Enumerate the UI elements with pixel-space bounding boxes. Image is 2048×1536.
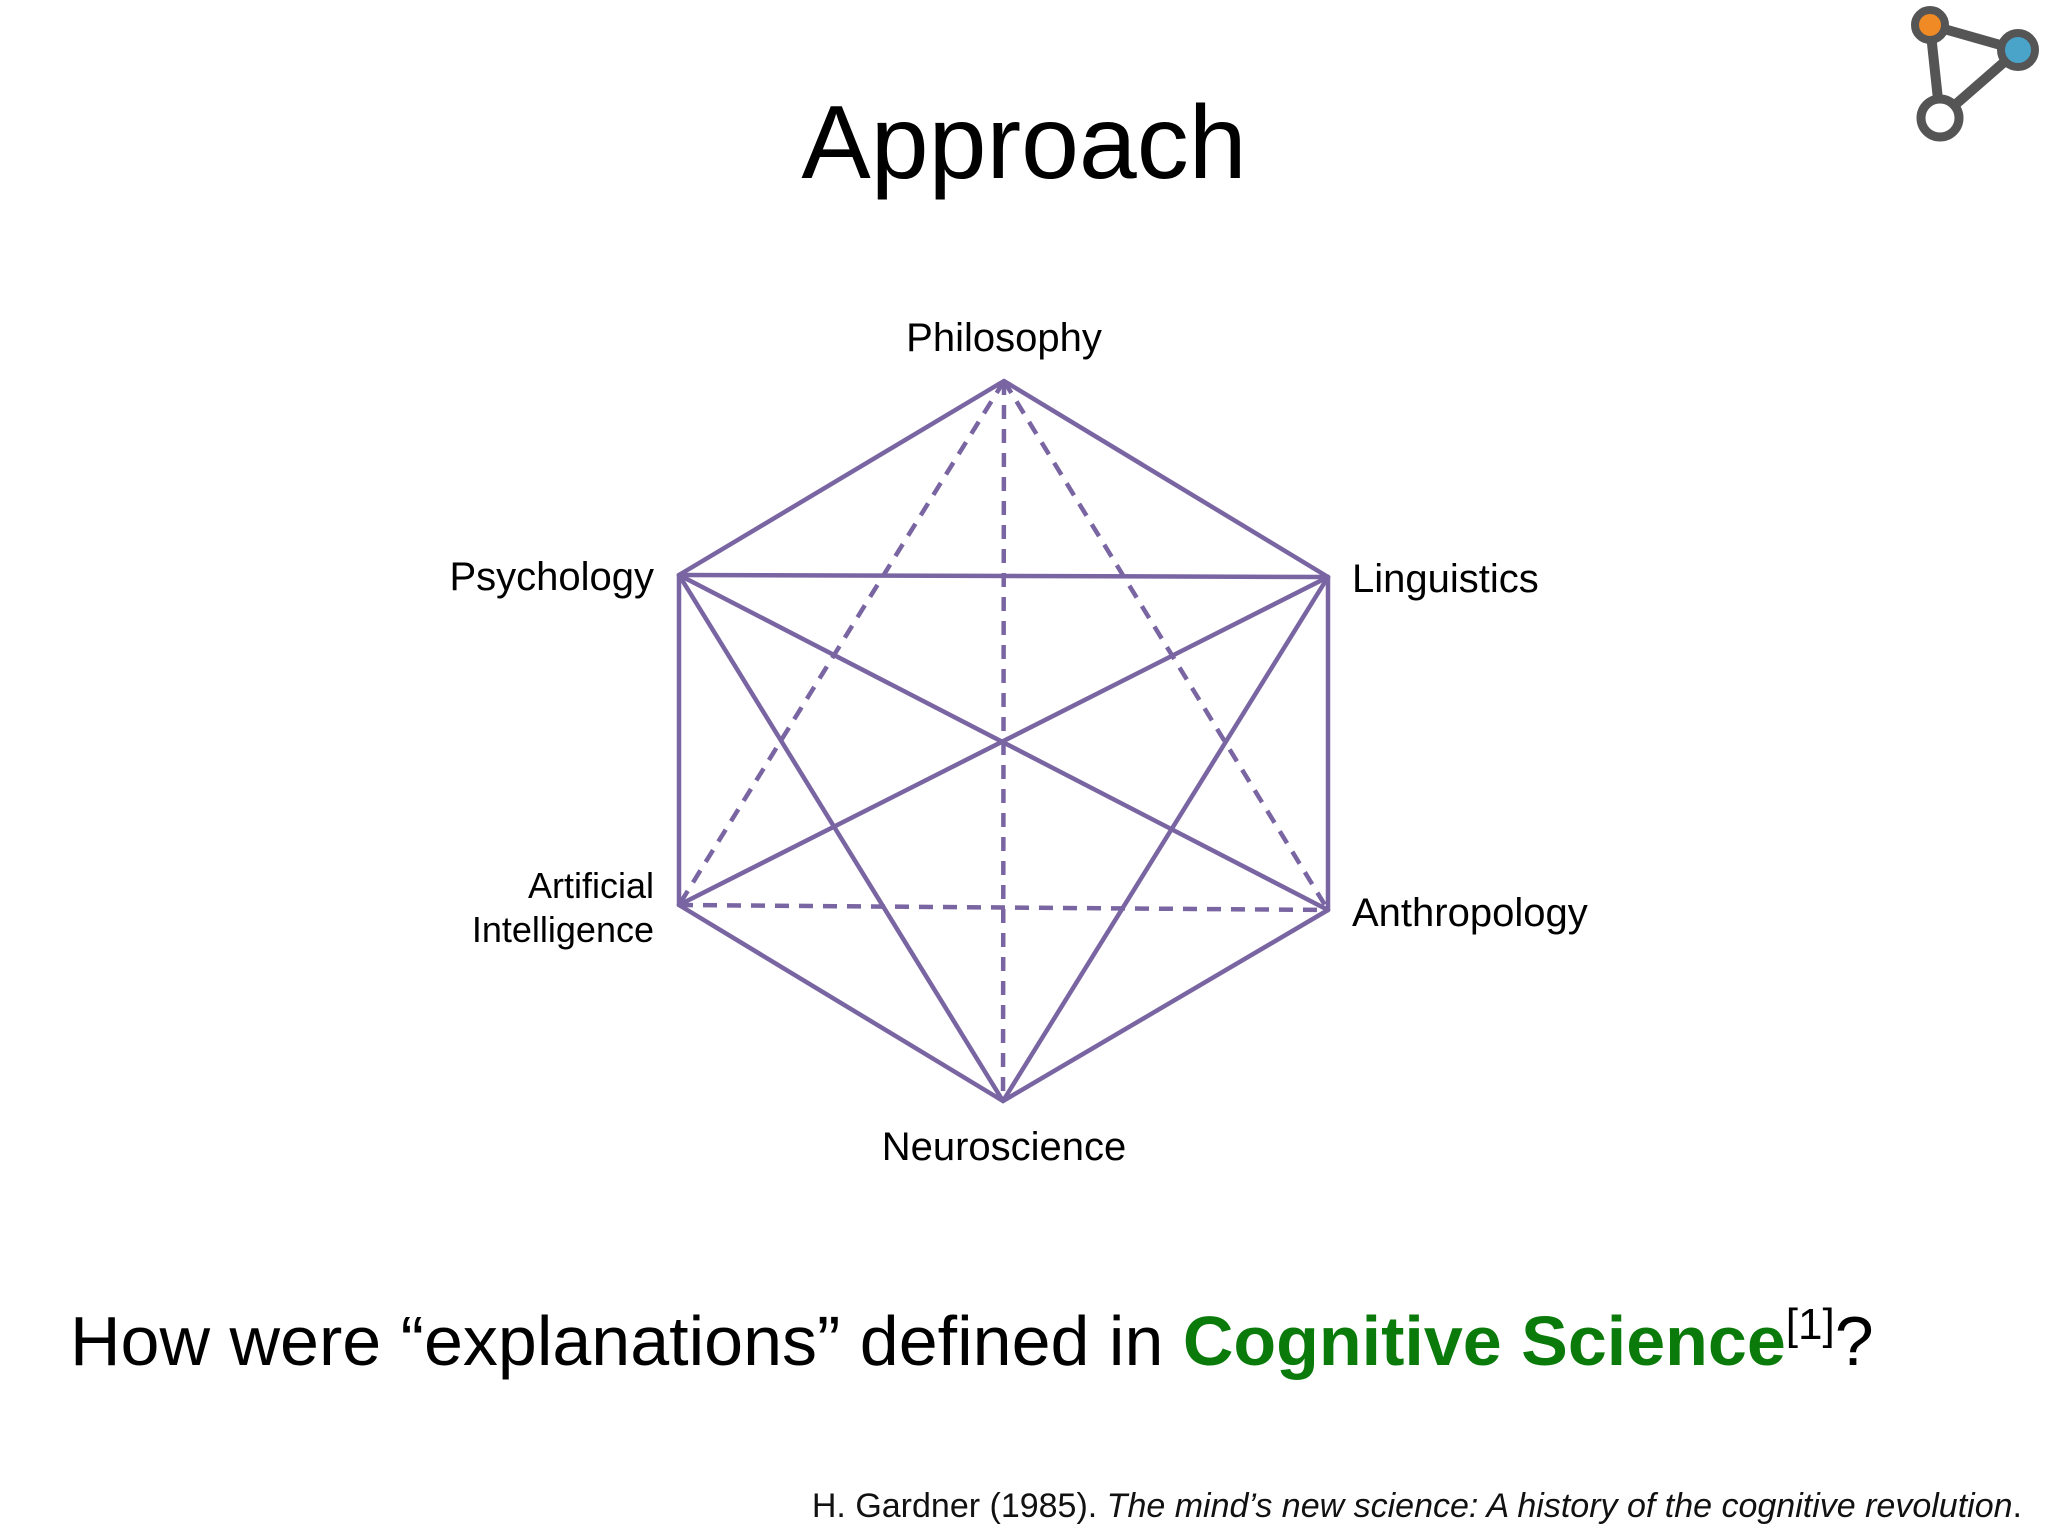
edge-neuroscience-ai (676, 902, 1006, 1104)
slide-title: Approach (801, 85, 1247, 201)
node-label-neuroscience: Neuroscience (882, 1125, 1127, 1169)
citation-authors: H. Gardner (1985). (811, 1487, 1107, 1525)
question-highlight: Cognitive Science (1182, 1302, 1786, 1380)
logo-node-blue (1997, 29, 2039, 71)
question-suffix: ? (1834, 1302, 1874, 1380)
edge-psychology-neuroscience (676, 572, 1006, 1104)
logo-node-orange (1911, 6, 1949, 44)
edge-ai-anthropology-dashed (678, 902, 1329, 913)
edge-philosophy-linguistics (1001, 378, 1331, 580)
question-reference: [1] (1785, 1300, 1835, 1349)
node-label-anthropology: Anthropology (1352, 891, 1588, 935)
node-label-linguistics: Linguistics (1352, 557, 1539, 601)
question-text: How were “explanations” defined in Cogni… (70, 1296, 2030, 1386)
logo-node-hollow (1916, 94, 1964, 142)
graph-nodes-logo-icon (1911, 6, 2039, 142)
edge-philosophy-neuroscience-dashed (1000, 380, 1007, 1102)
node-label-psychology: Psychology (449, 555, 654, 599)
edge-anthropology-neuroscience (1000, 907, 1331, 1104)
edge-psychology-philosophy (676, 378, 1007, 578)
node-label-philosophy: Philosophy (906, 316, 1102, 360)
citation-title: The mind’s new science: A history of the… (1106, 1487, 2013, 1525)
node-label-ai-line1: Artificial (528, 865, 654, 906)
edge-linguistics-neuroscience (1000, 574, 1331, 1104)
question-prefix: How were “explanations” defined in (70, 1302, 1183, 1380)
citation: H. Gardner (1985). The mind’s new scienc… (812, 1484, 2022, 1528)
citation-end: . (2012, 1487, 2022, 1525)
edge-philosophy-ai-dashed (677, 379, 1006, 907)
edge-philosophy-anthropology-dashed (1002, 379, 1330, 912)
node-label-ai-line2: Intelligence (472, 909, 654, 950)
